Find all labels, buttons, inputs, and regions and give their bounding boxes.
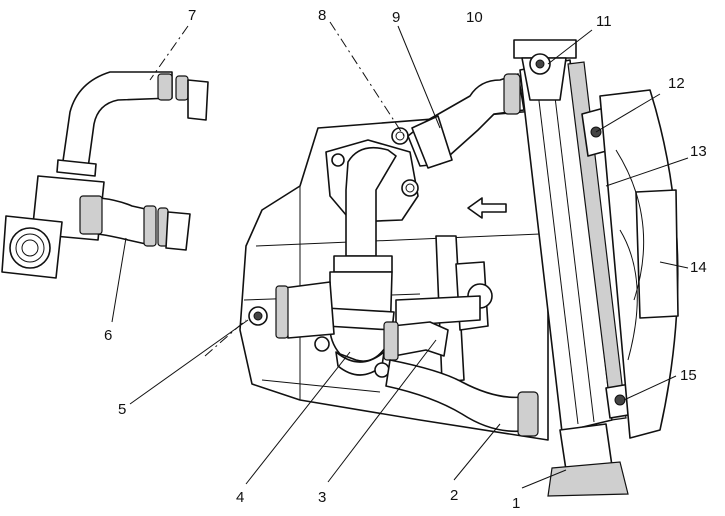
callout-9: 9 [392,9,400,26]
callout-11: 11 [596,13,612,30]
callout-6: 6 [104,327,112,344]
callout-13: 13 [690,143,707,160]
callout-15: 15 [680,367,697,384]
callout-4: 4 [236,489,244,506]
callout-10: 10 [466,9,483,26]
lower-radiator-hose [383,321,539,437]
callout-14: 14 [690,259,707,276]
callout-2: 2 [450,487,458,504]
hose-assembly-inset [1,71,209,279]
callout-8: 8 [318,7,326,24]
leader-lines [111,21,689,489]
callout-labels: 1 2 3 4 5 6 7 8 9 10 11 12 13 14 15 [104,7,707,512]
fan-assembly [599,89,679,439]
upper-radiator-hose [407,73,525,169]
callout-7: 7 [188,7,196,24]
callout-12: 12 [668,75,685,92]
callout-1: 1 [512,495,520,512]
callout-3: 3 [318,489,326,506]
coolant-flow-arrow [467,197,507,219]
callout-5: 5 [118,401,126,418]
bypass-hose [248,281,390,378]
engine-block [239,109,549,441]
